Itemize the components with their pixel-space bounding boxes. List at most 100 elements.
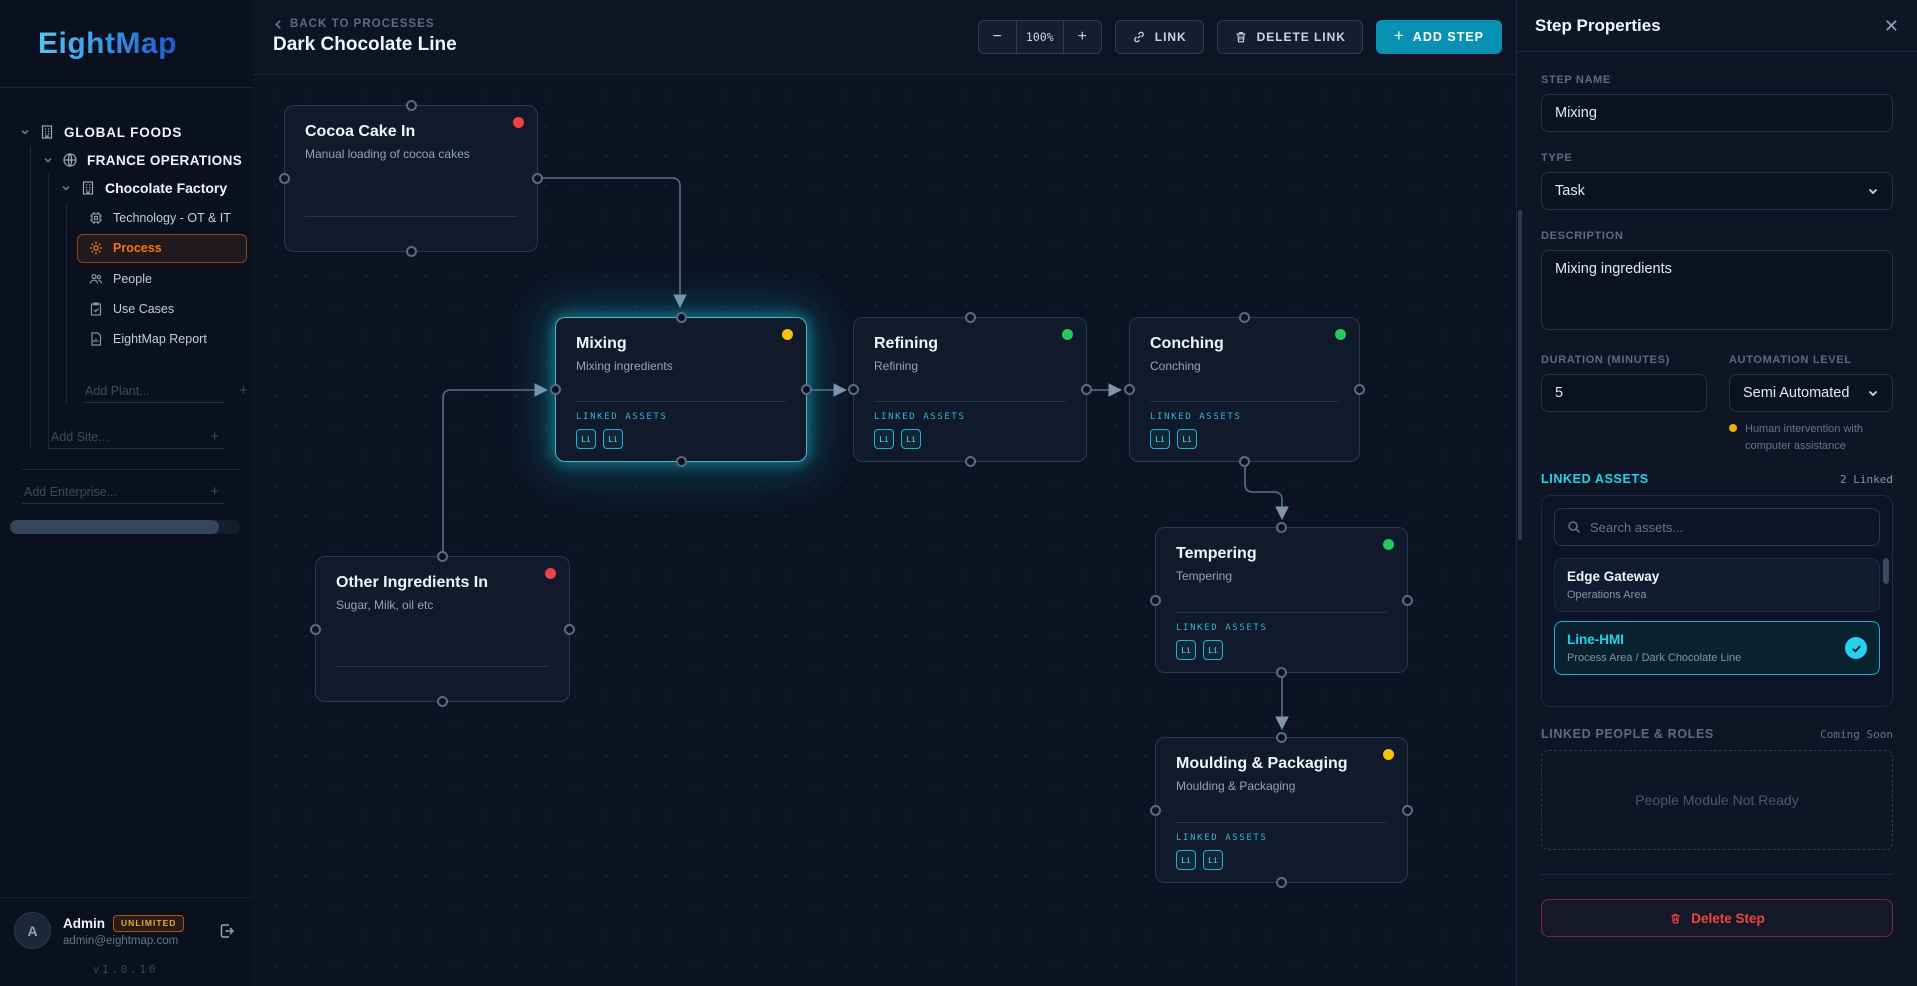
node-handle-top[interactable] — [437, 551, 448, 562]
duration-input[interactable] — [1541, 374, 1707, 412]
add-step-button[interactable]: + ADD STEP — [1375, 20, 1502, 54]
asset-badge[interactable]: Li — [1203, 640, 1223, 660]
node-handle-left[interactable] — [279, 173, 290, 184]
asset-badge[interactable]: Li — [901, 429, 921, 449]
asset-item-line-hmi[interactable]: Line-HMI Process Area / Dark Chocolate L… — [1554, 621, 1880, 675]
node-handle-right[interactable] — [801, 384, 812, 395]
asset-badge[interactable]: Li — [1177, 429, 1197, 449]
automation-level-select[interactable]: Semi Automated — [1729, 374, 1893, 412]
node-handle-bottom[interactable] — [675, 456, 687, 467]
back-to-processes-link[interactable]: BACK TO PROCESSES — [273, 18, 457, 30]
node-handle-right[interactable] — [1402, 804, 1413, 816]
zoom-in-button[interactable]: + — [1077, 28, 1087, 45]
report-icon — [91, 332, 102, 346]
add-site-input[interactable] — [51, 429, 201, 444]
node-handle-left[interactable] — [1150, 594, 1161, 606]
node-handle-top[interactable] — [1276, 522, 1287, 533]
asset-badge[interactable]: Li — [874, 429, 894, 449]
node-handle-bottom[interactable] — [437, 696, 448, 707]
tree-item-site[interactable]: FRANCE OPERATIONS — [31, 146, 253, 174]
horizontal-scrollbar[interactable] — [10, 520, 240, 535]
add-enterprise-input[interactable] — [24, 484, 174, 499]
chevron-down-icon[interactable] — [61, 183, 71, 193]
add-enterprise-button[interactable]: + — [210, 483, 219, 501]
flow-node-moulding-packaging[interactable]: Moulding & Packaging Moulding & Packagin… — [1150, 732, 1413, 888]
node-handle-top[interactable] — [675, 312, 687, 323]
node-handle-right[interactable] — [1354, 384, 1365, 395]
linked-assets-count: 2 Linked — [1840, 472, 1893, 486]
panel-scrollbar-thumb[interactable] — [1518, 210, 1522, 540]
asset-badge[interactable]: Li — [576, 429, 596, 449]
description-textarea[interactable]: Mixing ingredients — [1541, 250, 1893, 330]
delete-link-button[interactable]: DELETE LINK — [1216, 20, 1363, 54]
add-plant-button[interactable]: + — [239, 382, 248, 400]
asset-name: Line-HMI — [1567, 632, 1624, 647]
sidebar-item-technology[interactable]: Technology - OT & IT — [77, 204, 247, 232]
delete-step-button[interactable]: Delete Step — [1541, 899, 1893, 937]
delete-step-label: Delete Step — [1691, 910, 1765, 926]
logout-icon[interactable] — [217, 921, 237, 941]
type-select[interactable]: Task — [1541, 172, 1893, 210]
node-linked-assets: LINKED ASSETS Li Li — [1176, 823, 1387, 870]
tree-item-enterprise[interactable]: GLOBAL FOODS — [0, 118, 253, 146]
canvas-header: BACK TO PROCESSES Dark Chocolate Line − … — [253, 0, 1516, 75]
node-handle-top[interactable] — [405, 100, 417, 111]
sidebar-item-people[interactable]: People — [77, 265, 247, 293]
flow-node-tempering[interactable]: Tempering Tempering LINKED ASSETS Li Li — [1150, 522, 1413, 678]
node-handle-top[interactable] — [1239, 312, 1250, 323]
chevron-down-icon[interactable] — [43, 155, 53, 165]
asset-badge[interactable]: Li — [1203, 850, 1223, 870]
divider — [22, 469, 241, 471]
chevron-down-icon[interactable] — [20, 127, 30, 137]
flow-node-mixing[interactable]: Mixing Mixing ingredients LINKED ASSETS … — [550, 312, 812, 467]
asset-badge[interactable]: Li — [1176, 850, 1196, 870]
node-handle-left[interactable] — [1150, 804, 1161, 816]
node-handle-right[interactable] — [1081, 384, 1092, 395]
tree-item-plant[interactable]: Chocolate Factory — [49, 174, 253, 202]
flow-node-refining[interactable]: Refining Refining LINKED ASSETS Li Li — [848, 312, 1092, 467]
add-enterprise-row: + — [22, 480, 225, 505]
node-handle-top[interactable] — [1276, 732, 1287, 743]
node-linked-assets: LINKED ASSETS Li Li — [1176, 613, 1387, 660]
node-handle-bottom[interactable] — [1276, 877, 1287, 888]
zoom-out-button[interactable]: − — [992, 28, 1002, 45]
sidebar-item-use-cases[interactable]: Use Cases — [77, 295, 247, 323]
asset-badge[interactable]: Li — [1176, 640, 1196, 660]
asset-list-scrollbar-thumb[interactable] — [1883, 558, 1889, 584]
node-handle-bottom[interactable] — [405, 246, 417, 257]
link-button[interactable]: LINK — [1114, 20, 1204, 54]
chevron-down-icon — [1868, 390, 1878, 397]
sidebar-item-process[interactable]: Process — [77, 234, 247, 263]
asset-badge[interactable]: Li — [1150, 429, 1170, 449]
asset-search-input[interactable] — [1590, 519, 1867, 535]
node-handle-bottom[interactable] — [1239, 456, 1250, 467]
node-title: Refining — [874, 335, 938, 352]
link-icon — [1133, 31, 1144, 43]
type-label: TYPE — [1541, 152, 1573, 164]
node-handle-top[interactable] — [964, 312, 976, 323]
add-plant-input[interactable] — [85, 383, 235, 398]
sidebar-item-eightmap-report[interactable]: EightMap Report — [77, 325, 247, 353]
close-icon[interactable]: ✕ — [1883, 15, 1899, 36]
node-handle-left[interactable] — [310, 623, 321, 635]
node-handle-left[interactable] — [1124, 384, 1135, 395]
flow-canvas[interactable]: Cocoa Cake In Manual loading of cocoa ca… — [253, 75, 1516, 986]
scrollbar-thumb[interactable] — [10, 520, 219, 535]
page-title: Dark Chocolate Line — [273, 34, 457, 55]
flow-node-conching[interactable]: Conching Conching LINKED ASSETS Li Li — [1124, 312, 1365, 467]
node-handle-right[interactable] — [1402, 594, 1413, 606]
asset-item-edge-gateway[interactable]: Edge Gateway Operations Area — [1554, 558, 1880, 612]
node-handle-right[interactable] — [532, 173, 543, 184]
node-handle-left[interactable] — [550, 384, 561, 395]
step-name-input[interactable] — [1541, 94, 1893, 132]
node-handle-right[interactable] — [564, 623, 575, 635]
node-handle-bottom[interactable] — [1276, 667, 1287, 678]
flow-node-other-ingredients-in[interactable]: Other Ingredients In Sugar, Milk, oil et… — [310, 551, 575, 707]
flow-node-cocoa-cake-in[interactable]: Cocoa Cake In Manual loading of cocoa ca… — [279, 100, 543, 257]
divider — [1541, 874, 1893, 875]
asset-badge[interactable]: Li — [603, 429, 623, 449]
node-handle-bottom[interactable] — [964, 456, 976, 467]
node-handle-left[interactable] — [848, 384, 859, 395]
add-site-button[interactable]: + — [210, 428, 219, 446]
